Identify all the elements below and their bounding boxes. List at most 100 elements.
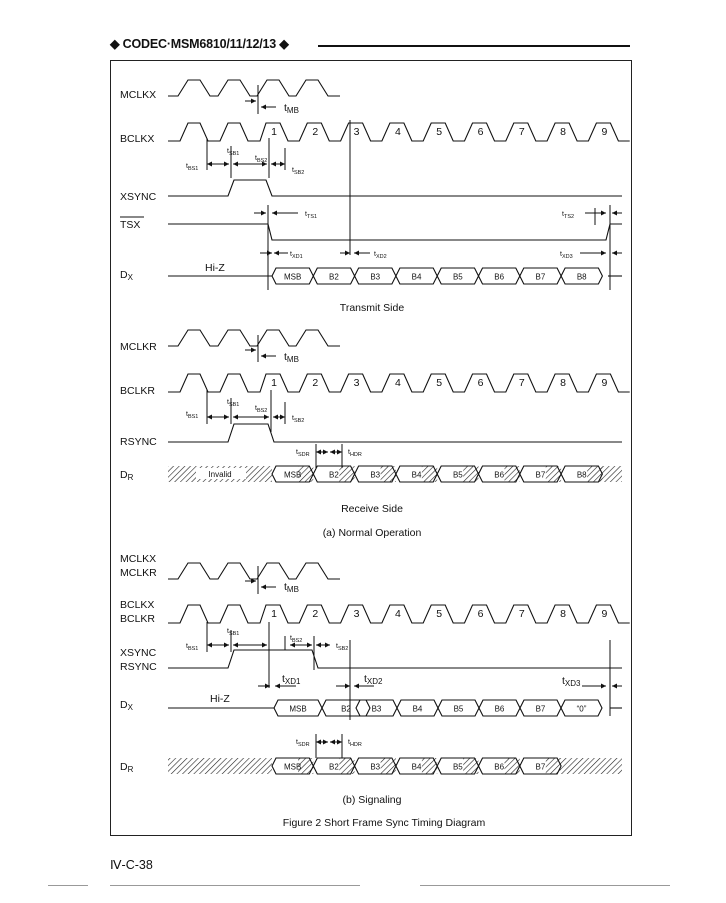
footer-rule [420, 885, 670, 886]
txd1-label: tXD1 [282, 673, 301, 686]
tsb2-label: tSB2 [336, 643, 348, 652]
hatched-area [463, 758, 479, 774]
data-bit: B8 [577, 273, 587, 282]
data-bit: B8 [577, 471, 587, 480]
tts2-label: tTS2 [562, 211, 574, 220]
signal-label-mclkr: MCLKR [120, 567, 157, 579]
clock-number: 7 [519, 377, 525, 389]
data-bit: B5 [454, 705, 464, 714]
signal-label-dr: DR [120, 761, 134, 774]
clock-number: 8 [560, 608, 566, 620]
normal-caption: (a) Normal Operation [323, 527, 422, 539]
rsync-waveform [168, 423, 622, 443]
thdr-label: tHDR [348, 449, 362, 458]
tbs1-label: tBS1 [186, 411, 198, 420]
data-bit: B4 [412, 471, 422, 480]
txd2-label: tXD2 [364, 673, 383, 686]
tsdr-label: tSDR [296, 739, 310, 748]
clock-number: 1 [271, 126, 277, 138]
txd3-label: tXD3 [562, 675, 581, 688]
footer-rule [110, 885, 360, 886]
signal-label-mclkx: MCLKX [120, 553, 156, 565]
invalid-label: Invalid [208, 470, 231, 479]
data-bit: B2 [329, 273, 339, 282]
data-bit: B7 [536, 273, 546, 282]
hatched-area [463, 466, 479, 482]
page-header: ◆ CODEC·MSM6810/11/12/13 ◆ [110, 37, 289, 51]
clock-number: 5 [436, 126, 442, 138]
signaling-caption: (b) Signaling [343, 794, 402, 806]
signal-label-bclkx: BCLKX [120, 133, 154, 145]
data-bit: B7 [536, 705, 546, 714]
signal-label-bclkx: BCLKX [120, 599, 154, 611]
hatched-area [421, 758, 438, 774]
hatched-area [560, 758, 622, 774]
hatched-area [380, 466, 396, 482]
data-bit: B6 [495, 705, 505, 714]
signal-label-dr: DR [120, 469, 134, 482]
tbs1-label: tBS1 [186, 643, 198, 652]
dx-sig-bus [273, 699, 371, 717]
clock-number: 4 [395, 608, 401, 620]
hatched-area [504, 466, 520, 482]
data-bit: B2 [329, 763, 339, 772]
tbs2-label: tBS2 [255, 155, 267, 164]
tbs1-label: tBS1 [186, 163, 198, 172]
clock-number: 6 [478, 377, 484, 389]
txd3-label: tXD3 [560, 251, 573, 260]
clock-number: 7 [519, 126, 525, 138]
footer-rule [48, 885, 88, 886]
clock-number: 4 [395, 377, 401, 389]
figure-frame [110, 60, 632, 836]
dr-sig-hatch [168, 758, 272, 774]
hatched-area [545, 466, 562, 482]
page-number: Ⅳ-C-38 [110, 858, 153, 872]
txd1-label: tXD1 [290, 251, 303, 260]
signal-label-xsync: XSYNC [120, 191, 157, 203]
hatched-area [587, 466, 603, 482]
tbs2-label: tBS2 [290, 635, 302, 644]
sync-sig-waveform [168, 649, 622, 669]
clock-number: 8 [560, 377, 566, 389]
dr-bus [271, 465, 604, 483]
bclkr-waveform [168, 373, 630, 393]
hatched-area [504, 758, 520, 774]
bclkx-waveform [168, 122, 630, 142]
hiz-label: Hi-Z [210, 693, 230, 705]
clock-number: 2 [312, 377, 318, 389]
tsb2-label: tSB2 [292, 167, 304, 176]
signal-label-xsync: XSYNC [120, 647, 157, 659]
hatched-area [600, 466, 622, 482]
tbs2-label: tBS2 [255, 405, 267, 414]
data-bit: B2 [341, 705, 351, 714]
data-bit: B4 [412, 763, 422, 772]
signal-label-bclkr: BCLKR [120, 385, 155, 397]
data-bit: B2 [329, 471, 339, 480]
tts1-label: tTS1 [305, 211, 317, 220]
hiz-label: Hi-Z [205, 262, 225, 274]
thdr-label: tHDR [348, 739, 362, 748]
tsb2-label: tSB2 [292, 415, 304, 424]
signal-label-mclkr: MCLKR [120, 341, 157, 353]
hatched-area [380, 758, 396, 774]
clock-number: 3 [354, 608, 360, 620]
data-bit: B7 [536, 763, 546, 772]
data-bit: B5 [453, 471, 463, 480]
figure-caption: Figure 2 Short Frame Sync Timing Diagram [283, 817, 486, 829]
signal-label-rsync: RSYNC [120, 436, 157, 448]
tsb1-label: tSB1 [227, 399, 239, 408]
data-bit: “0” [577, 705, 587, 714]
signal-label-dx: DX [120, 269, 134, 282]
xsync-waveform [168, 179, 622, 197]
data-bit: B6 [494, 471, 504, 480]
dr-sig-bus [271, 757, 562, 775]
hatched-area [339, 758, 355, 774]
clock-number: 2 [312, 126, 318, 138]
hatched-area [545, 758, 562, 774]
bclk-sig-waveform [168, 604, 630, 624]
signal-label-tsx: TSX [120, 219, 140, 231]
tsx-waveform [168, 223, 622, 241]
txd2-label: tXD2 [374, 251, 387, 260]
mclk-sig-waveform [168, 562, 340, 580]
